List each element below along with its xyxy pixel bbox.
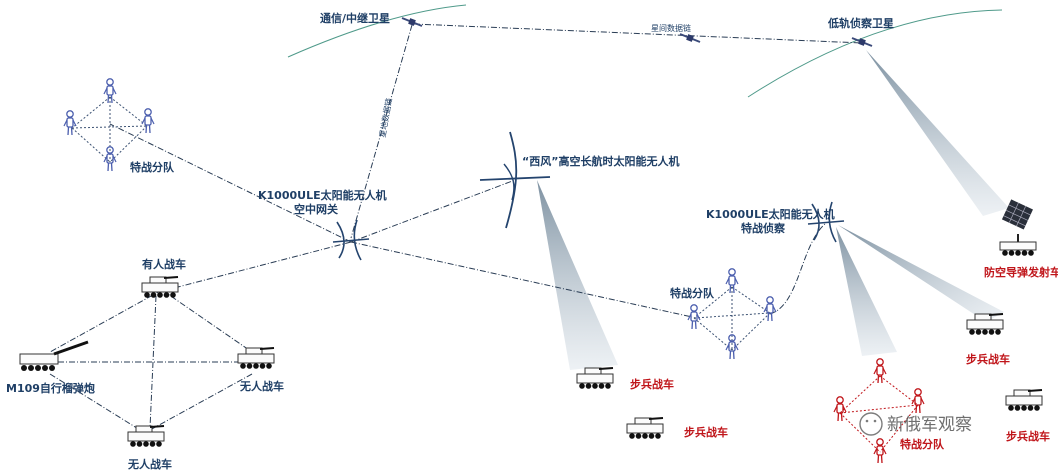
ifv-right-2-icon[interactable] — [1005, 389, 1043, 412]
sat-link-label: 星间数据链 — [651, 23, 691, 33]
squad-red-links — [839, 375, 919, 453]
squad-top-links — [71, 96, 148, 163]
sat-ground-link-label: 星地数据链 — [377, 97, 394, 138]
person-icon — [63, 110, 77, 136]
zephyr-beam — [537, 180, 618, 370]
watermark-label: 新俄军观察 — [887, 415, 972, 435]
zephyr-label: “西风”高空长航时太阳能无人机 — [522, 154, 679, 168]
manned-unmanned-bottom-link — [149, 295, 157, 429]
unmanned-right-label: 无人战车 — [239, 379, 284, 393]
unmanned-vehicle-right-icon[interactable] — [237, 347, 275, 370]
squad-k1000-link — [769, 222, 827, 315]
manned-m109-link — [49, 289, 163, 353]
squad-mid-label: 特战分队 — [670, 286, 715, 300]
m109-howitzer-icon[interactable] — [19, 340, 89, 371]
m109-label: M109自行榴弹炮 — [6, 381, 95, 395]
gateway-squad-link — [109, 123, 352, 243]
person-icon — [833, 396, 847, 422]
ifv-center-2-icon[interactable] — [626, 417, 664, 440]
air-defense-launcher[interactable] — [999, 199, 1037, 256]
inter-satellite-relay-icon — [679, 33, 701, 43]
recon-satellite-label: 低轨侦察卫星 — [827, 16, 894, 30]
person-icon — [763, 296, 777, 322]
gateway-zephyr-link — [350, 179, 516, 243]
inter-satellite-link — [413, 23, 863, 44]
ifv-center-1-icon[interactable] — [576, 367, 614, 390]
wechat-icon — [859, 412, 883, 436]
sat-ground-link — [350, 24, 413, 239]
squad-mid-links — [693, 286, 771, 351]
k1000-beam-2 — [838, 225, 1004, 322]
gateway-manned-link — [177, 241, 352, 288]
unmanned-right-bottom-link — [149, 373, 253, 431]
air-defense-label: 防空导弹发射车 — [984, 265, 1058, 279]
manned-vehicle-icon[interactable] — [141, 276, 179, 299]
gateway-squad-mid-link — [350, 241, 693, 318]
squad-red-label: 特战分队 — [900, 437, 945, 451]
recon-satellite-icon[interactable] — [851, 37, 873, 47]
ifv-right-1-icon[interactable] — [966, 313, 1004, 336]
relay-satellite-label: 通信/中继卫星 — [320, 11, 390, 25]
relay-orbit-arc — [287, 4, 467, 58]
ifv-right-1-label: 步兵战车 — [966, 352, 1010, 366]
ifv-center-2-label: 步兵战车 — [684, 425, 728, 439]
manned-unmanned-right-link — [161, 289, 253, 353]
squad-top-label: 特战分队 — [130, 160, 175, 174]
person-icon — [873, 438, 887, 464]
k1000-gateway-label-line2: 空中网关 — [294, 202, 338, 216]
k1000-recon-label-line1: K1000ULE太阳能无人机 — [706, 207, 835, 221]
ifv-right-2-label: 步兵战车 — [1006, 429, 1050, 443]
person-icon — [103, 78, 117, 104]
zephyr-uav-icon[interactable] — [479, 131, 551, 229]
k1000-recon-label-line2: 特战侦察 — [741, 221, 786, 235]
person-icon — [911, 388, 925, 414]
manned-vehicle-label: 有人战车 — [142, 257, 186, 271]
recon-satellite-beam — [866, 50, 1009, 216]
squad-top-group[interactable] — [63, 78, 155, 172]
k1000-gateway-label-line1: K1000ULE太阳能无人机 — [258, 188, 387, 202]
k1000-gateway-uav-icon[interactable] — [332, 219, 370, 261]
unmanned-bottom-label: 无人战车 — [127, 457, 172, 471]
unmanned-vehicle-bottom-icon[interactable] — [127, 425, 165, 448]
recon-orbit-arc — [747, 9, 1003, 98]
k1000-beam-1 — [836, 227, 897, 356]
ifv-center-1-label: 步兵战车 — [630, 377, 674, 391]
person-icon — [725, 334, 739, 360]
m109-unmanned-bottom-link — [49, 373, 141, 431]
watermark: 新俄军观察 — [859, 412, 972, 436]
relay-satellite-icon[interactable] — [401, 17, 423, 27]
radar-array-icon — [1001, 199, 1033, 230]
person-icon — [687, 304, 701, 330]
